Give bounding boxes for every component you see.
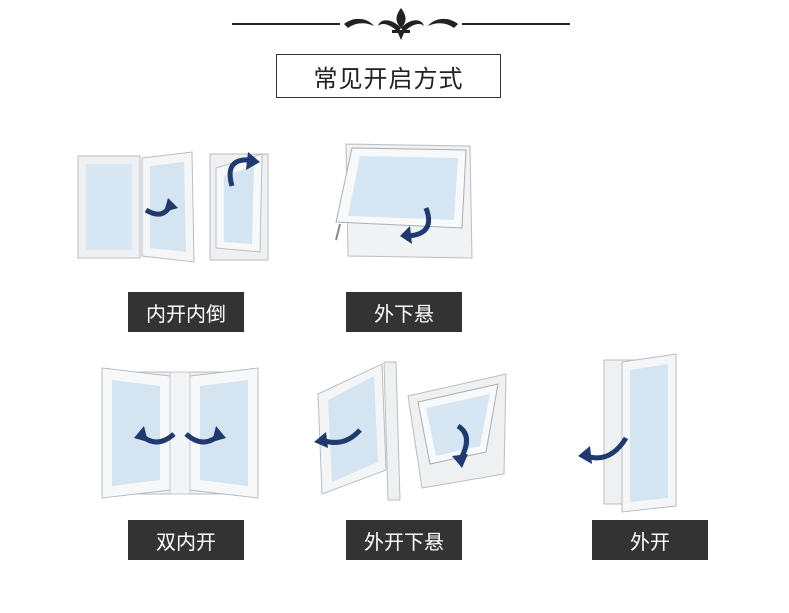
top-hung-window-image <box>335 143 473 259</box>
label-casement-top-hung: 外开下悬 <box>346 520 462 560</box>
double-inward-window-image <box>101 367 259 499</box>
label-outward-top-hung: 外下悬 <box>346 292 462 332</box>
fleur-de-lis-ornament <box>232 8 570 40</box>
casement-top-hung-window-image <box>314 361 507 501</box>
label-outward-casement: 外开 <box>592 520 708 560</box>
label-double-inward: 双内开 <box>128 520 244 560</box>
label-inward-tilt: 内开内倒 <box>128 292 244 332</box>
tilt-turn-window-image <box>77 151 269 263</box>
page-title: 常见开启方式 <box>276 54 501 98</box>
outward-casement-window-image <box>578 353 677 513</box>
